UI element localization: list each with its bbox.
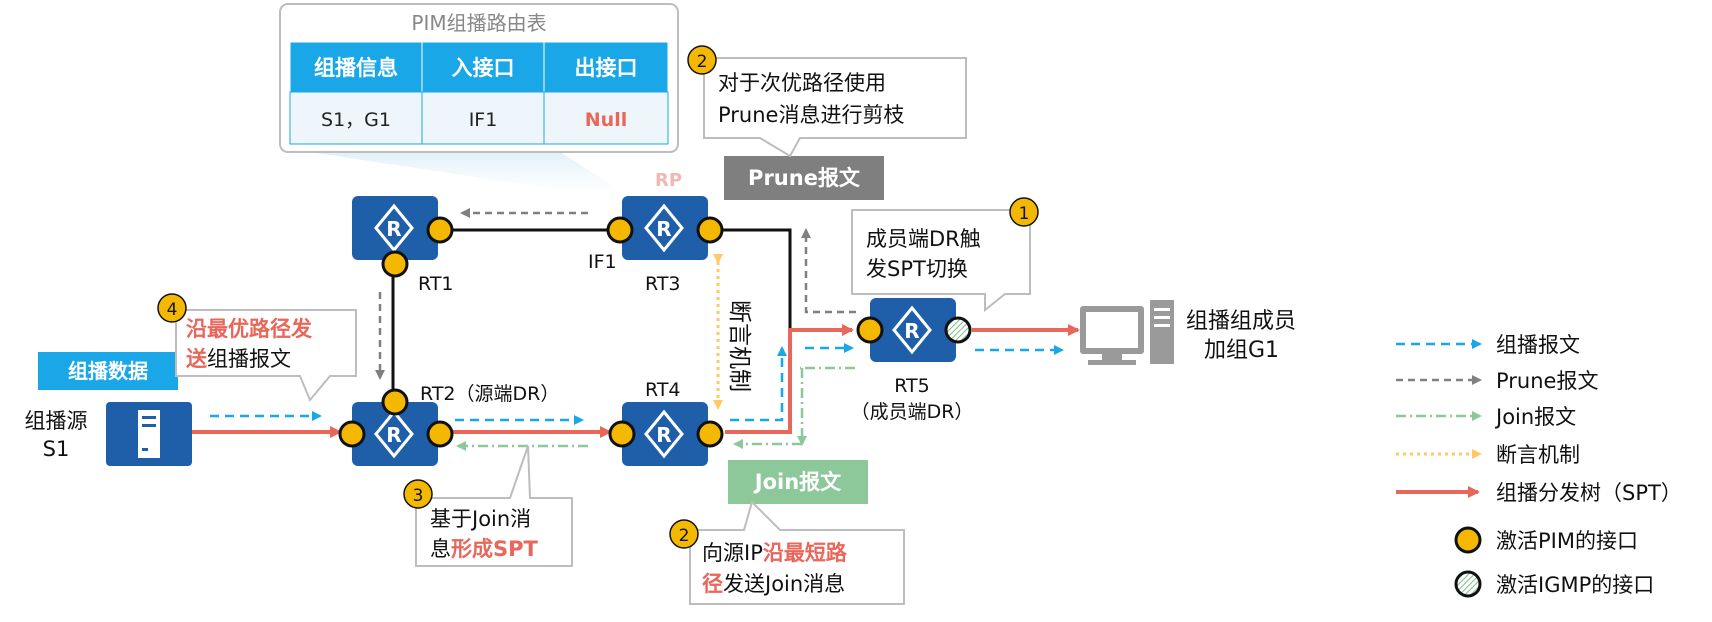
callout-4: 沿最优路径发 送组播报文 4 [157,293,357,402]
legend-join: Join报文 [1494,405,1576,429]
legend-assert: 断言机制 [1496,443,1580,467]
svg-text:基于Join消: 基于Join消 [430,507,531,531]
legend-multicast: 组播报文 [1496,333,1580,357]
assert-label: 断言机制 [726,300,752,392]
callout-3: 基于Join消 息形成SPT 3 [403,445,573,567]
table-cell-in: IF1 [469,109,498,131]
table-header-out: 出接口 [575,56,638,80]
svg-text:向源IP沿最短路: 向源IP沿最短路 [702,541,848,565]
table-cell-info: S1，G1 [321,109,391,131]
link-rt3-rt5 [710,228,792,330]
callout-2b: 向源IP沿最短路 径发送Join消息 2 [669,500,905,605]
svg-text:对于次优路径使用: 对于次优路径使用 [718,71,886,95]
callout-1: 成员端DR触 发SPT切换 1 [851,197,1039,313]
join-badge-text: Join报文 [753,470,842,494]
source-badge [38,352,178,390]
legend-prune: Prune报文 [1496,369,1598,393]
router-rt3[interactable]: R [622,196,708,260]
receiver-label-2: 加组G1 [1204,338,1279,363]
prune-rt5-rt3 [801,228,856,314]
pim-ports [338,216,884,448]
svg-text:径发送Join消息: 径发送Join消息 [702,572,845,596]
label-rp: RP [655,170,682,191]
svg-text:R: R [656,423,671,447]
source-badge-text: 组播数据 [68,359,148,383]
svg-text:2: 2 [679,526,690,546]
svg-text:R: R [386,423,401,447]
table-title: PIM组播路由表 [411,11,546,35]
igmp-port [944,316,972,344]
table-spotlight [310,152,620,190]
router-rt1[interactable]: R [352,196,438,260]
svg-text:4: 4 [167,300,178,320]
svg-text:2: 2 [697,52,708,72]
legend-spt: 组播分发树（SPT） [1496,481,1682,505]
computer-icon [1080,300,1174,365]
server-icon [106,402,192,466]
svg-text:1: 1 [1019,204,1030,224]
svg-text:发SPT切换: 发SPT切换 [866,257,968,281]
label-rt5-sub: （成员端DR） [851,401,974,423]
spt-rt4-rt5 [725,324,854,434]
router-rt2[interactable]: R [352,402,438,466]
table-header-info: 组播信息 [314,56,398,80]
legend: 组播报文 Prune报文 Join报文 断言机制 组播分发树（SPT） 激活PI… [1396,333,1682,598]
label-rt4: RT4 [645,379,681,401]
label-if1: IF1 [588,251,617,273]
table-cell-out: Null [585,109,627,131]
router-rt4[interactable]: R [622,402,708,466]
callout-2a: 对于次优路径使用 Prune消息进行剪枝 2 [687,45,967,158]
receiver-label-1: 组播组成员 [1186,309,1296,334]
router-rt5[interactable]: R [870,298,956,362]
svg-text:成员端DR触: 成员端DR触 [866,227,981,251]
svg-text:R: R [904,319,919,343]
legend-igmp-if: 激活IGMP的接口 [1496,573,1654,597]
svg-text:R: R [386,217,401,241]
source-label-1: 组播源 [25,409,88,433]
label-rt3: RT3 [645,273,681,295]
label-rt5: RT5 [894,375,930,397]
svg-text:3: 3 [413,486,424,506]
prune-badge [724,156,884,200]
table-header-in: 入接口 [452,56,515,80]
routing-table: 组播信息 入接口 出接口 S1，G1 IF1 Null [289,41,669,145]
legend-pim-if: 激活PIM的接口 [1496,529,1638,553]
svg-text:沿最优路径发: 沿最优路径发 [186,317,313,341]
mcast-rt4-up [730,346,787,422]
svg-text:息形成SPT: 息形成SPT [430,537,539,561]
svg-text:送组播报文: 送组播报文 [186,347,291,371]
svg-text:R: R [656,217,671,241]
source-label-2: S1 [43,437,70,461]
join-badge [728,460,868,504]
svg-text:Prune消息进行剪枝: Prune消息进行剪枝 [718,103,904,127]
label-rt1: RT1 [418,273,454,295]
prune-badge-text: Prune报文 [748,166,861,190]
label-rt2: RT2（源端DR） [420,383,559,405]
